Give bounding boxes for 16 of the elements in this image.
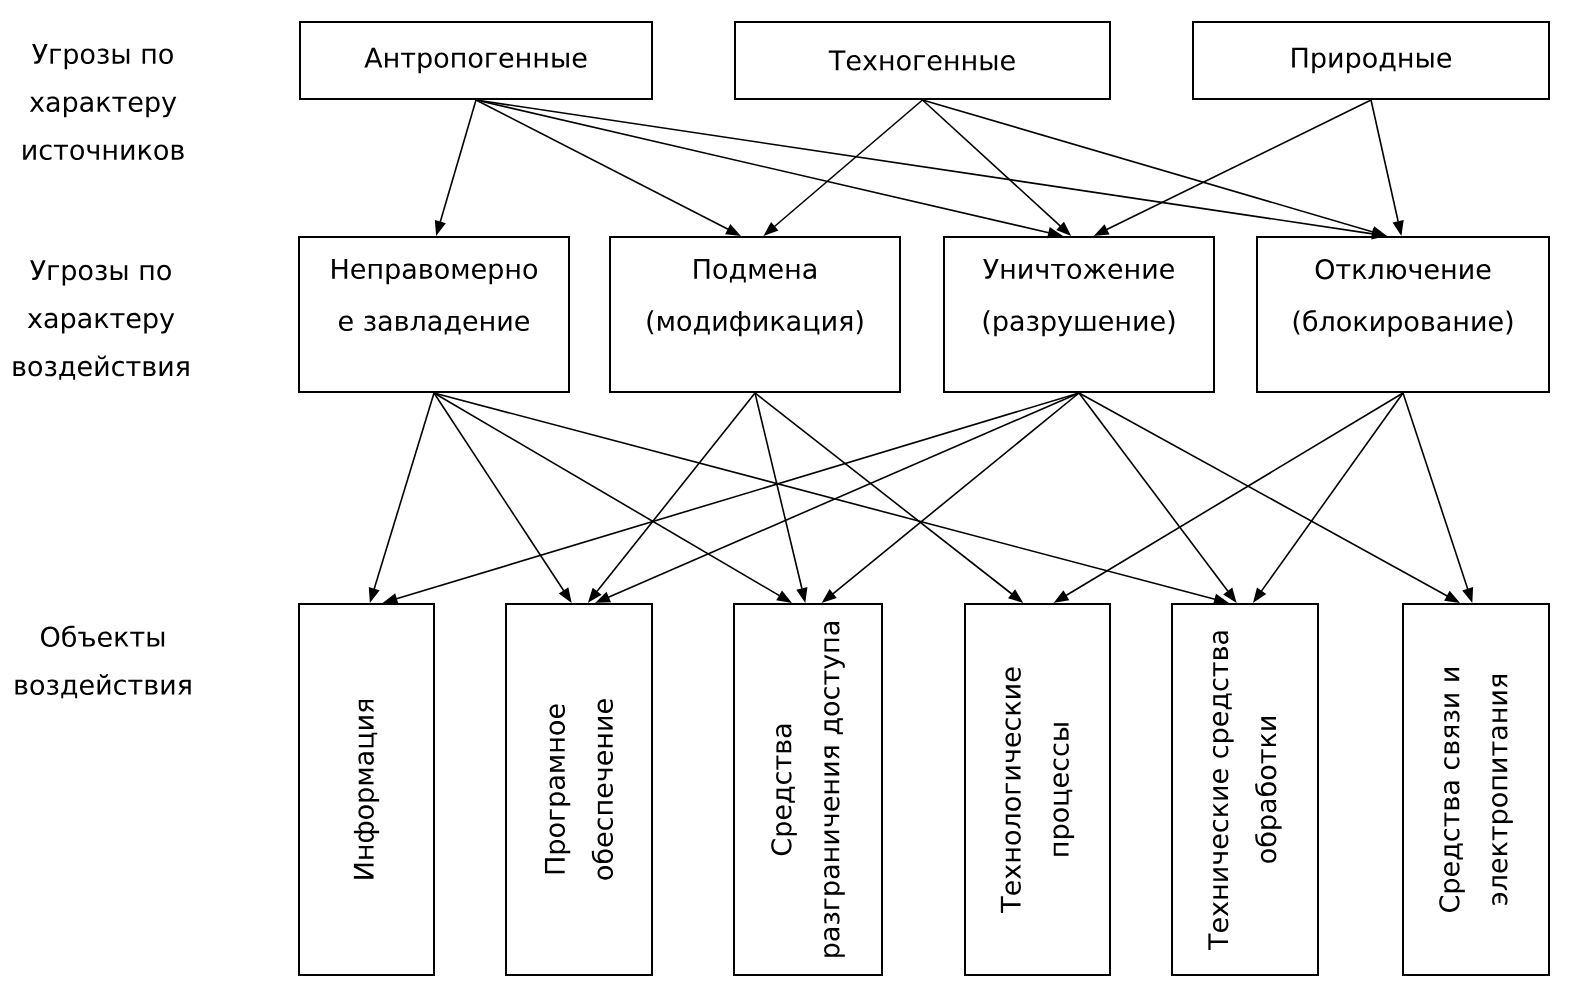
category-box: Технические средства обработки <box>1171 603 1319 976</box>
row-label: Угрозы по характеру воздействия <box>13 260 189 380</box>
category-box: Уничтожение (разрушение) <box>943 236 1215 393</box>
category-box: Технологические процессы <box>964 603 1111 976</box>
category-box: Средства разграничения доступа <box>733 603 883 976</box>
category-box: Природные <box>1192 21 1550 100</box>
category-box: Антропогенные <box>299 21 653 100</box>
category-box: Информация <box>298 603 435 976</box>
category-box: Неправомерно е завладение <box>298 236 570 393</box>
category-box: Подмена (модификация) <box>609 236 901 393</box>
category-box: Техногенные <box>734 21 1111 100</box>
row-label: Объекты воздействия <box>15 625 191 699</box>
category-box: Отключение (блокирование) <box>1256 236 1550 393</box>
category-box: Програмное обеспечение <box>505 603 653 976</box>
row-label: Угрозы по характеру источников <box>23 43 184 160</box>
category-box: Средства связи и электропитания <box>1402 603 1550 976</box>
